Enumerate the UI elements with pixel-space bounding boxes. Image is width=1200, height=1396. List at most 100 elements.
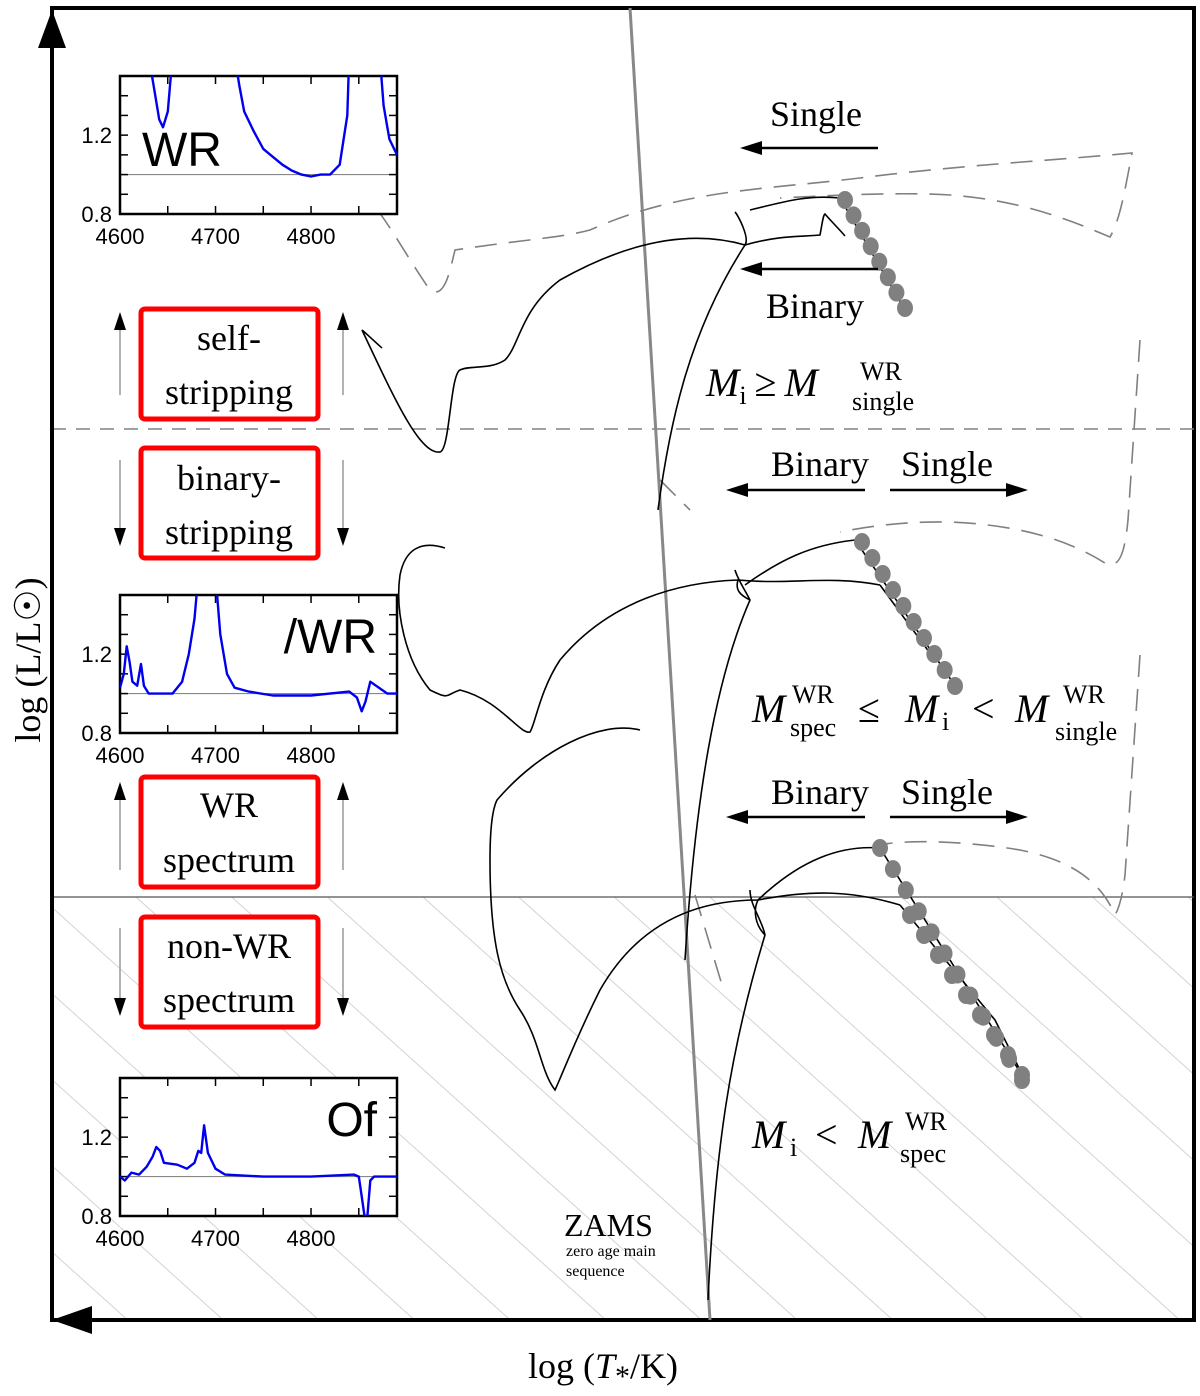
y-axis-arrow — [38, 10, 66, 1320]
mass-range-high: Mi≥M WR single — [705, 357, 914, 416]
regime-binary-stripping: binary- stripping — [114, 445, 349, 561]
single-track-top-dashed — [354, 152, 1133, 293]
zams-line — [628, 7, 712, 1321]
wr-phase-dot — [884, 860, 901, 879]
y-tick-label: 0.8 — [81, 1204, 112, 1229]
wr-phase-dot — [885, 581, 901, 599]
arrowhead-up-icon — [38, 10, 66, 48]
wr-phase-dot — [916, 926, 932, 944]
wr-phase-dot — [902, 906, 918, 924]
inset-frame — [118, 74, 399, 216]
mass-symbol: M — [705, 360, 742, 405]
wr-phase-dot — [1000, 1046, 1016, 1064]
single-track-zams-dashed — [659, 479, 691, 511]
arrow-left-icon — [740, 141, 762, 155]
arrow-down-icon — [114, 998, 126, 1016]
x-tick-label: 4800 — [287, 224, 336, 249]
wr-phase-dot — [845, 206, 862, 225]
sup-wr: WR — [905, 1107, 948, 1136]
x-label-var: T — [595, 1346, 618, 1386]
sub-i: i — [739, 381, 746, 410]
y-axis-label: log (L/L☉) — [8, 577, 48, 742]
y-tick-label: 1.2 — [81, 1125, 112, 1150]
wr-phase-dot — [854, 533, 870, 551]
relation: ≤ — [858, 686, 880, 731]
wr-phase-dot — [926, 645, 943, 663]
zams-title: ZAMS — [564, 1207, 653, 1243]
single-track-high-right — [839, 339, 1141, 566]
wr-phase-dot — [837, 191, 853, 209]
regime-box — [138, 774, 321, 890]
wr-phase-dot — [1014, 1066, 1030, 1084]
sub-i: i — [790, 1133, 797, 1162]
wr-phase-dot — [936, 661, 953, 679]
single-label: Single — [770, 94, 862, 134]
arrow-left-icon — [726, 810, 748, 824]
regime-label-line2: spectrum — [163, 840, 295, 880]
x-tick-label: 4600 — [96, 224, 145, 249]
arrow-right-icon — [1006, 483, 1028, 497]
wr-phase-dots — [837, 191, 1030, 1089]
inset-label: Of — [326, 1094, 377, 1147]
relation: < — [972, 686, 995, 731]
x-tick-label: 4800 — [287, 743, 336, 768]
regime-non-wr-spectrum: non-WR spectrum — [114, 914, 349, 1030]
binary-label: Binary — [766, 286, 864, 326]
arrow-up-icon — [114, 312, 126, 330]
sub-single: single — [852, 387, 914, 416]
arrowhead-left-icon — [52, 1306, 92, 1334]
wr-phase-dot — [947, 677, 963, 695]
wr-phase-dot — [864, 549, 881, 567]
arrow-down-icon — [114, 528, 126, 546]
svg-text:log (T*/K): log (T*/K) — [528, 1346, 678, 1393]
mass-symbol: M — [1014, 686, 1051, 731]
wr-phase-dot — [930, 946, 946, 964]
regime-label-line1: non-WR — [167, 926, 291, 966]
y-tick-label: 0.8 — [81, 202, 112, 227]
arrow-up-icon — [114, 782, 126, 800]
regime-label-line2: stripping — [165, 372, 293, 412]
wr-phase-dot — [871, 252, 888, 271]
x-tick-label: 4700 — [191, 743, 240, 768]
regime-box — [138, 306, 321, 422]
inset-frame — [118, 1076, 399, 1218]
wr-phase-dot — [905, 613, 922, 631]
zams-desc-line2: sequence — [566, 1263, 625, 1280]
spectrum-line — [120, 1124, 397, 1216]
y-tick-label: 1.2 — [81, 123, 112, 148]
svg-text:Mi≥M: Mi≥M — [705, 360, 821, 410]
sup-wr: WR — [792, 680, 835, 709]
regime-wr-spectrum: WR spectrum — [114, 774, 349, 890]
single-track-mid-black — [744, 539, 959, 691]
mass-range-low: M i < M WR spec — [751, 1107, 948, 1168]
regime-label-line2: stripping — [165, 512, 293, 552]
sub-spec: spec — [790, 713, 836, 742]
single-label: Single — [901, 444, 993, 484]
inset-label: /WR — [284, 611, 377, 664]
relation: < — [815, 1112, 838, 1157]
single-track-mid-right — [879, 654, 1141, 917]
sup-wr: WR — [1063, 680, 1106, 709]
arrow-left-icon — [726, 483, 748, 497]
y-tick-label: 0.8 — [81, 721, 112, 746]
binary-track-high — [361, 211, 747, 511]
wr-phase-dot — [895, 597, 912, 615]
x-label-prefix: log ( — [528, 1346, 595, 1386]
wr-phase-dot — [916, 629, 932, 647]
wr-phase-dot — [862, 237, 879, 256]
x-axis-label: log (T*/K) — [528, 1346, 678, 1393]
mass-symbol: M — [751, 686, 788, 731]
regime-self-stripping: self- stripping — [114, 306, 349, 422]
wr-phase-dot — [872, 839, 888, 857]
regime-label-line1: self- — [197, 318, 261, 358]
regime-label-line1: WR — [200, 785, 258, 825]
binary-label: Binary — [771, 772, 869, 812]
arrow-down-icon — [337, 528, 349, 546]
mass-symbol: M — [751, 1112, 788, 1157]
wr-phase-dot — [897, 881, 914, 900]
wr-phase-dot — [958, 986, 974, 1004]
label-low-binary-single: Binary Single — [726, 772, 1028, 824]
wr-phase-dot — [944, 966, 960, 984]
